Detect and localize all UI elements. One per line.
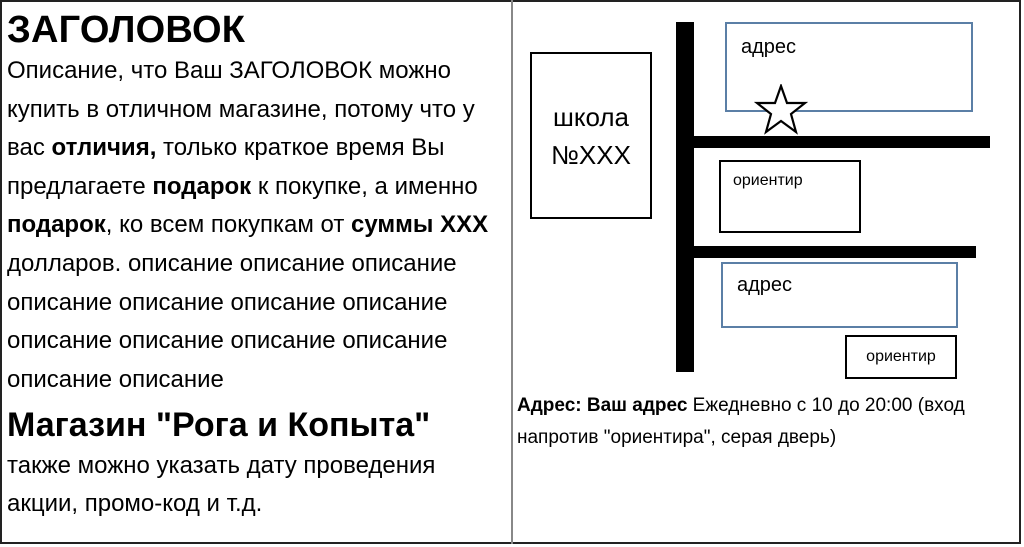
address-box-upper: адрес [725, 22, 973, 112]
address-info: Адрес: Ваш адрес Ежедневно с 10 до 20:00… [517, 390, 1017, 454]
road-vertical [676, 22, 694, 372]
road-horizontal-lower [694, 246, 976, 258]
desc-bold-3: подарок [7, 211, 106, 239]
desc-text-5: долларов. описание описание описание опи… [7, 249, 457, 393]
desc-bold-4: суммы ХХХ [351, 211, 489, 239]
landmark-label-lower: ориентир [866, 348, 936, 365]
desc-text-4: , ко всем покупкам от [105, 211, 352, 239]
school-label: школа [552, 101, 630, 132]
page-title: ЗАГОЛОВОК [7, 9, 246, 51]
address-box-lower: адрес [721, 262, 958, 328]
school-number: №XXX [551, 139, 631, 170]
column-divider [511, 0, 513, 544]
school-box: школа №XXX [530, 52, 652, 219]
desc-text-3: к покупке, а именно [251, 172, 478, 200]
desc-bold-2: подарок [152, 172, 252, 200]
address-label-upper: адрес [741, 36, 797, 58]
promo-text-column: ЗАГОЛОВОК Описание, что Ваш ЗАГОЛОВОК мо… [7, 8, 507, 523]
desc-text-1: Описание, что Ваш ЗАГОЛОВОК можно купить… [7, 57, 475, 162]
address-hours: Ежедневно с 10 до 20:00 (вход напротив "… [517, 395, 965, 448]
desc-text-2: только краткое время Вы предлагаете [7, 134, 445, 200]
star-icon [754, 84, 808, 135]
landmark-box-upper: ориентир [719, 160, 861, 233]
shop-name: Магазин "Рога и Копыта" [7, 406, 431, 445]
landmark-box-lower: ориентир [845, 335, 957, 379]
road-horizontal-upper [694, 136, 990, 148]
landmark-label-upper: ориентир [733, 172, 803, 189]
desc-bold-1: отличия, [51, 134, 157, 162]
address-bold: Адрес: Ваш адрес [517, 395, 688, 416]
promo-note: также можно указать дату проведения акци… [7, 452, 436, 518]
address-label-lower: адрес [737, 274, 793, 296]
promo-description: Описание, что Ваш ЗАГОЛОВОК можно купить… [7, 52, 507, 399]
